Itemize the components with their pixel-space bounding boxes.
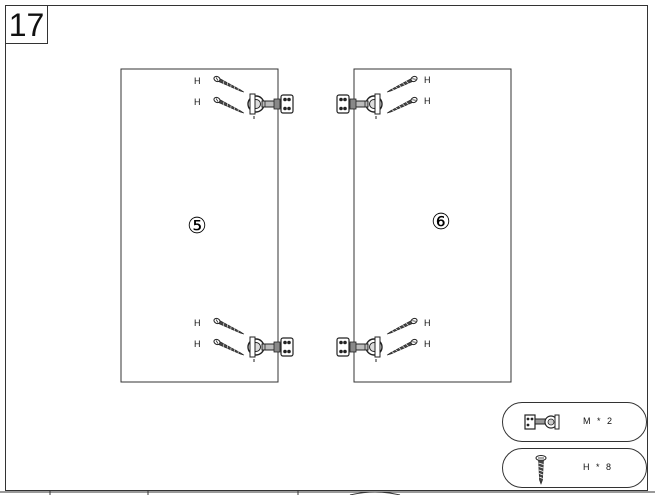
legend-screw-quantity: H * 8 xyxy=(583,462,614,472)
screw-label-h: H xyxy=(194,97,201,107)
panel-5-label: ⑤ xyxy=(187,214,207,239)
legend-screw: H * 8 xyxy=(502,448,647,488)
step-number: 17 xyxy=(5,5,48,44)
hinge-icon xyxy=(524,414,560,430)
screw-icon xyxy=(535,455,547,485)
step-number-text: 17 xyxy=(8,6,45,43)
panel-6-label: ⑥ xyxy=(431,210,451,235)
page-frame xyxy=(5,5,648,491)
screw-label-h: H xyxy=(424,75,431,85)
legend-hinge-quantity: M * 2 xyxy=(583,416,615,426)
screw-label-h: H xyxy=(194,76,201,86)
panel-6: ⑥ xyxy=(353,68,512,383)
screw-label-h: H xyxy=(424,339,431,349)
screw-label-h: H xyxy=(424,96,431,106)
screw-label-h: H xyxy=(194,318,201,328)
panel-5: ⑤ xyxy=(120,68,279,383)
screw-label-h: H xyxy=(424,318,431,328)
screw-label-h: H xyxy=(194,339,201,349)
bottom-edge-marks xyxy=(0,491,655,495)
legend-hinge: M * 2 xyxy=(502,402,647,442)
